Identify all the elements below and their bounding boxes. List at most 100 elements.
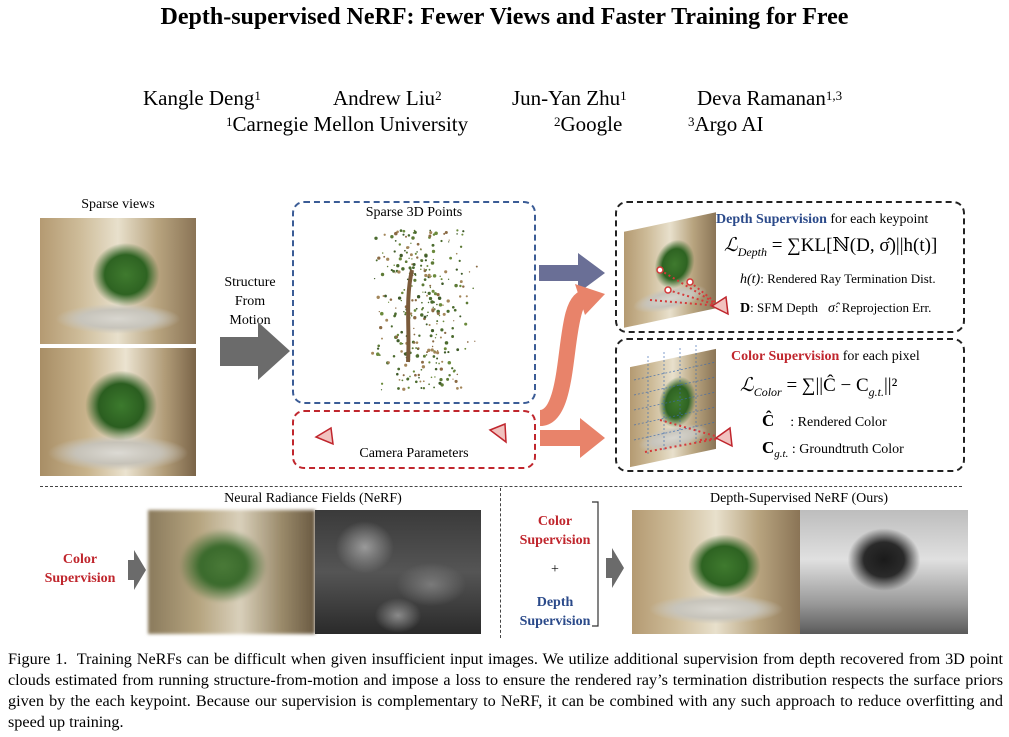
nerf-title: Neural Radiance Fields (NeRF) (224, 491, 402, 506)
point-cloud-point (444, 270, 448, 274)
depth-camera-icon (710, 295, 729, 316)
point-cloud-point (413, 333, 416, 336)
point-cloud-point (459, 386, 463, 389)
depth-keypoints (656, 266, 694, 294)
point-cloud-point (416, 242, 420, 246)
point-cloud-point (443, 351, 447, 354)
point-cloud-point (459, 280, 463, 284)
point-cloud-point (379, 325, 383, 330)
point-cloud-point (401, 267, 405, 271)
point-cloud-point (459, 295, 462, 298)
point-cloud-point (434, 367, 438, 371)
point-cloud-point (434, 376, 436, 378)
point-cloud-point (455, 252, 458, 255)
point-cloud-point (423, 315, 427, 319)
depth-supervision-box (615, 201, 965, 333)
point-cloud-point (409, 253, 413, 257)
point-cloud-point (393, 314, 396, 318)
point-cloud-point (451, 367, 454, 370)
point-cloud-point (434, 337, 437, 339)
point-cloud-point (432, 258, 435, 261)
point-cloud-point (402, 229, 406, 233)
dsnerf-title: Depth-Supervised NeRF (Ours) (709, 491, 889, 506)
point-cloud-point (464, 322, 468, 326)
point-cloud-point (419, 380, 422, 383)
point-cloud-point (427, 311, 429, 314)
author-jun-yan-zhu: Jun-Yan Zhu1 (512, 86, 627, 110)
point-cloud-point (459, 315, 462, 318)
point-cloud-point (453, 308, 457, 312)
point-cloud-point (420, 268, 422, 271)
affiliation-argo: 3Argo AI (688, 112, 764, 136)
point-cloud-point (443, 347, 447, 351)
point-cloud-point (392, 269, 396, 273)
point-cloud-point (415, 354, 420, 358)
point-cloud-point (424, 259, 427, 262)
point-cloud-point (417, 373, 421, 377)
point-cloud-point (422, 291, 424, 293)
sparse-points-label: Sparse 3D Points (365, 205, 463, 220)
point-cloud-point (404, 363, 408, 367)
point-cloud-point (418, 334, 421, 337)
point-cloud-point (428, 361, 431, 364)
point-cloud-point (380, 382, 384, 385)
point-cloud-point (431, 345, 434, 348)
point-cloud-point (448, 239, 450, 241)
point-cloud-point (394, 272, 396, 274)
point-cloud-point (461, 233, 464, 236)
point-cloud-point (429, 284, 432, 287)
point-cloud-point (396, 339, 400, 343)
point-cloud-point (436, 303, 438, 306)
point-cloud-point (399, 253, 403, 258)
point-cloud-point (462, 230, 465, 233)
point-cloud-point (397, 367, 401, 371)
point-cloud-point (432, 306, 434, 308)
point-cloud-point (424, 273, 428, 278)
point-cloud-point (376, 295, 380, 299)
point-cloud-point (436, 320, 439, 323)
point-cloud-point (428, 383, 430, 386)
point-cloud-point (459, 284, 462, 288)
point-cloud-point (397, 296, 402, 300)
point-cloud-point (377, 344, 381, 348)
point-cloud-point (413, 278, 417, 282)
point-cloud-point (415, 341, 419, 344)
point-cloud-point (400, 330, 404, 334)
point-cloud-point (409, 375, 411, 378)
point-cloud-point (420, 259, 422, 261)
vertical-separator (500, 488, 501, 638)
point-cloud-point (440, 239, 443, 243)
point-cloud-point (431, 309, 435, 313)
color-loss-equation: ℒColor = ∑||Ĉ − Cg.t.||² (740, 375, 898, 399)
point-cloud-point (413, 309, 417, 312)
point-cloud-point (422, 387, 426, 390)
color-cgt-def: Cg.t. : Groundtruth Color (762, 438, 904, 460)
depth-loss-equation: ℒDepth = ∑KL[ℕ(D, σ̂)||h(t)] (724, 235, 938, 259)
point-cloud-point (427, 291, 431, 296)
point-cloud-point (444, 341, 449, 345)
point-cloud-point (403, 311, 405, 313)
point-cloud-point (378, 310, 380, 313)
point-cloud-point (380, 272, 385, 277)
point-cloud-point (420, 313, 424, 317)
point-cloud-point (447, 351, 450, 354)
nerf-depth-render (315, 510, 481, 634)
point-cloud-point (431, 243, 435, 247)
point-cloud-point (382, 295, 385, 297)
point-cloud-trunk (406, 269, 414, 363)
point-cloud-point (376, 352, 380, 356)
affiliation-google: 2Google (554, 112, 623, 136)
point-cloud-point (398, 379, 401, 381)
dsnerf-color-supervision-label: Color Supervision (519, 514, 591, 548)
point-cloud-point (402, 387, 406, 391)
point-cloud-point (374, 236, 378, 240)
point-cloud-point (472, 287, 474, 290)
point-cloud-point (400, 299, 403, 302)
point-cloud-point (375, 259, 378, 262)
point-cloud-point (421, 283, 425, 287)
point-cloud-point (397, 270, 401, 274)
point-cloud-point (415, 347, 418, 349)
point-cloud-point (432, 355, 436, 358)
point-cloud-point (416, 251, 418, 253)
point-cloud-point (442, 312, 446, 316)
